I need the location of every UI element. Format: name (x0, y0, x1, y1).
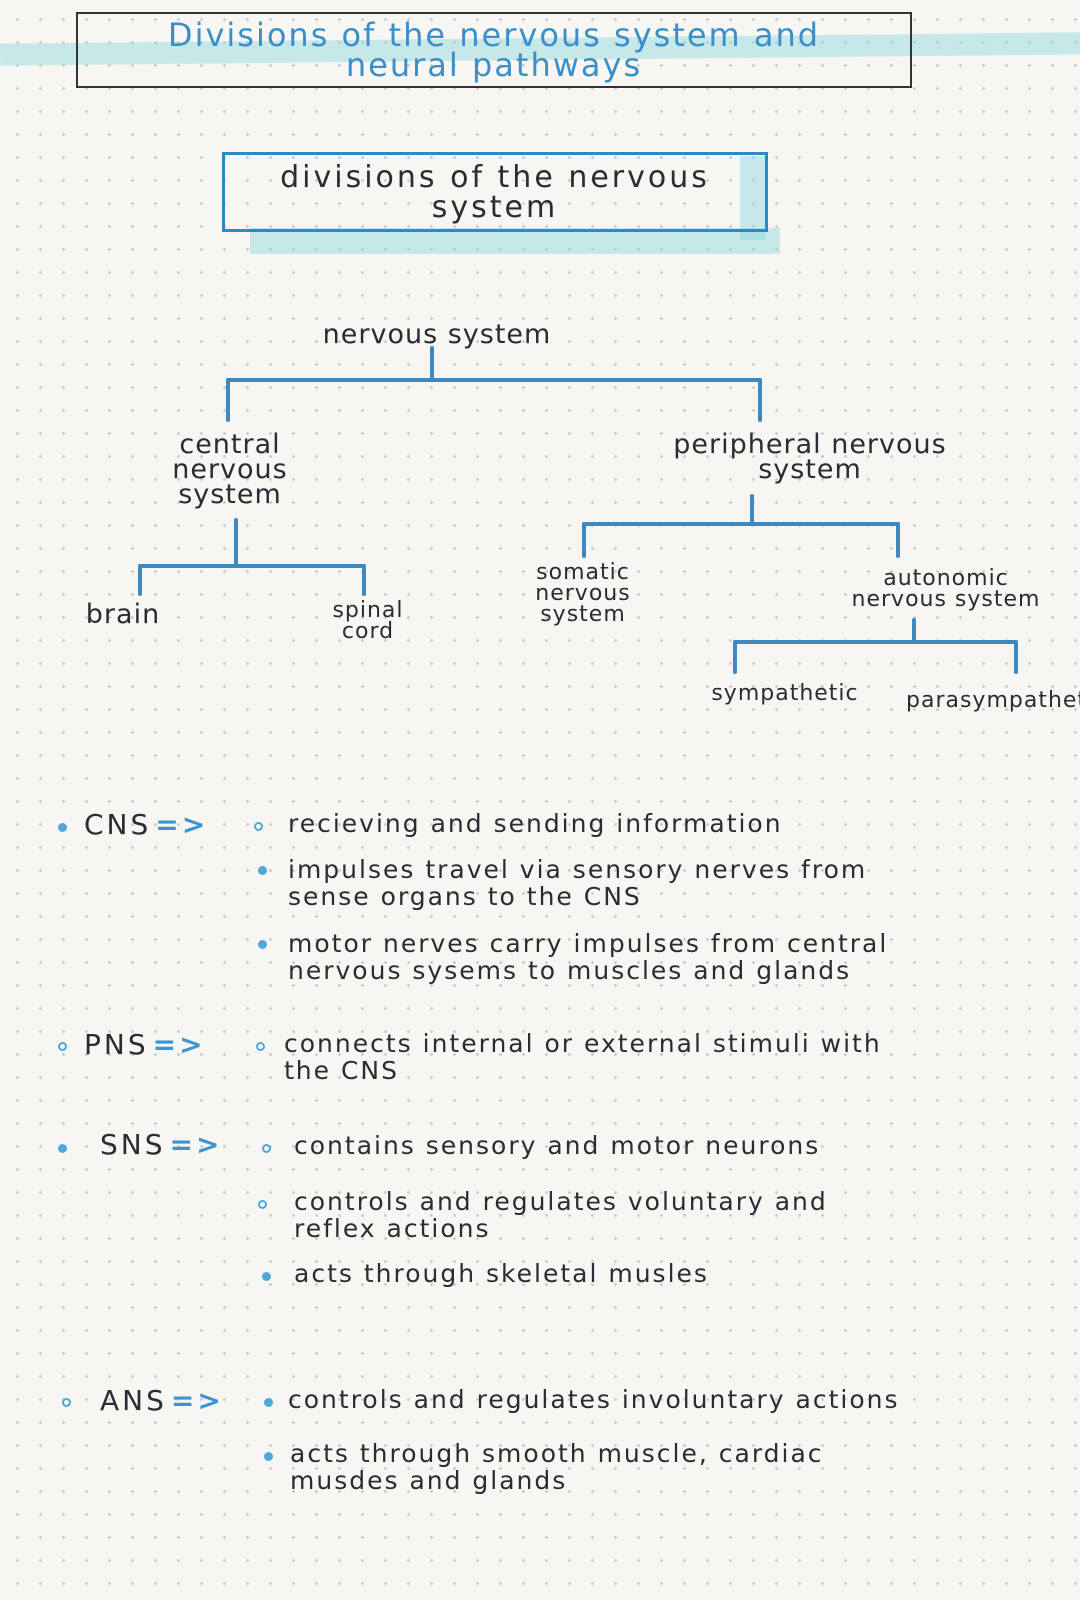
node-somatic-nervous-system: somatic nervous system (535, 560, 631, 627)
abbr-ans: ANS=> (100, 1384, 224, 1417)
bullet (254, 822, 263, 831)
node-sympathetic: sympathetic (711, 681, 859, 706)
sns-note-3: acts through skeletal musles (294, 1259, 709, 1288)
bullet (264, 1452, 273, 1461)
implies-arrow: => (170, 1384, 224, 1417)
tree-connectors (138, 346, 1018, 674)
bullet (262, 1144, 271, 1153)
node-brain: brain (85, 599, 161, 630)
bullet (262, 1272, 271, 1281)
section-heading-box: divisions of the nervous system (222, 152, 768, 232)
implies-arrow: => (155, 808, 209, 841)
implies-arrow: => (169, 1128, 223, 1161)
node-autonomic-nervous-system: autonomic nervous system (851, 566, 1041, 612)
sns-note-2: controls and regulates voluntary and ref… (294, 1187, 828, 1243)
sns-note-1: contains sensory and motor neurons (294, 1131, 821, 1160)
ans-note-2: acts through smooth muscle, cardiac musd… (290, 1439, 824, 1495)
bullet (258, 1200, 267, 1209)
subtitle-highlight (250, 228, 780, 254)
cns-note-3: motor nerves carry impulses from central… (288, 929, 889, 985)
bullet (258, 940, 267, 949)
node-peripheral-nervous-system: peripheral nervous system (673, 429, 947, 485)
bullet (62, 1398, 71, 1407)
node-parasympathetic: parasympathet (906, 688, 1080, 713)
bullet (58, 1144, 67, 1153)
pns-note-1: connects internal or external stimuli wi… (284, 1029, 882, 1085)
abbr-sns: SNS=> (100, 1128, 223, 1161)
bullet (264, 1398, 273, 1407)
subtitle-highlight-side (740, 156, 766, 240)
bullet (58, 823, 67, 832)
node-central-nervous-system: central nervous system (172, 429, 288, 510)
implies-arrow: => (152, 1028, 206, 1061)
page-title: Divisions of the nervous system and neur… (167, 16, 821, 84)
bullet (256, 1042, 265, 1051)
node-spinal-cord: spinal cord (332, 598, 404, 644)
cns-note-1: recieving and sending information (288, 809, 783, 838)
abbr-pns: PNS=> (84, 1028, 206, 1061)
bullet (58, 1042, 67, 1051)
abbr-cns: CNS=> (84, 808, 209, 841)
node-nervous-system: nervous system (322, 319, 552, 350)
title-box: Divisions of the nervous system and neur… (76, 12, 912, 88)
section-heading: divisions of the nervous system (280, 160, 710, 225)
cns-note-2: impulses travel via sensory nerves from … (288, 855, 868, 911)
ans-note-1: controls and regulates involuntary actio… (288, 1385, 900, 1414)
bullet (258, 866, 267, 875)
